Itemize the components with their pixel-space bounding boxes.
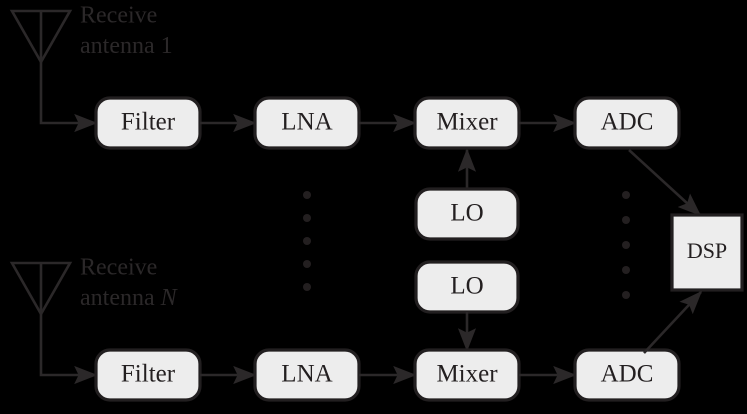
antenna-n: Receive antenna N bbox=[9, 255, 179, 385]
ellipsis-dot bbox=[303, 237, 311, 245]
mixer-top-label: Mixer bbox=[436, 109, 498, 136]
lna-top-label: LNA bbox=[281, 109, 332, 136]
lo-top-rect[interactable] bbox=[414, 187, 520, 241]
ellipsis-dot bbox=[622, 291, 630, 299]
lna-bottom-block[interactable]: LNA bbox=[253, 348, 361, 402]
adc-top-label: ADC bbox=[601, 109, 654, 136]
antenna-1: Receive antenna 1 bbox=[9, 3, 173, 133]
filter-bottom-label: Filter bbox=[121, 361, 176, 388]
adc-top-rect[interactable] bbox=[573, 96, 681, 150]
ellipsis-dot bbox=[303, 283, 311, 291]
ellipsis-dot bbox=[303, 191, 311, 199]
lna-top-block[interactable]: LNA bbox=[253, 96, 361, 150]
antenna-1-label-line1: Receive bbox=[80, 3, 157, 29]
lna-bottom-label: LNA bbox=[281, 361, 332, 388]
antenna-1-label-line2: antenna 1 bbox=[80, 33, 173, 59]
antenna-n-label-line1: Receive bbox=[80, 255, 157, 281]
adc-top-block[interactable]: ADC bbox=[573, 96, 681, 150]
filter-top-block[interactable]: Filter bbox=[94, 96, 202, 150]
adc-top-to-dsp-arrow bbox=[628, 149, 702, 217]
filter-bottom-block[interactable]: Filter bbox=[94, 348, 202, 402]
ellipsis-dot bbox=[622, 241, 630, 249]
adc-bottom-to-dsp-arrow bbox=[643, 290, 703, 354]
adc-bottom-label: ADC bbox=[601, 361, 654, 388]
antenna-n-label-line2: antenna N bbox=[80, 285, 179, 311]
filter-top-label: Filter bbox=[121, 109, 176, 136]
mixer-top-block[interactable]: Mixer bbox=[413, 96, 521, 150]
dsp-rect[interactable] bbox=[670, 213, 744, 292]
ellipsis-dot bbox=[622, 191, 630, 199]
lo-top-block[interactable]: LO bbox=[414, 187, 520, 241]
antenna-n-feed-wire bbox=[39, 314, 78, 377]
dsp-label: DSP bbox=[687, 238, 727, 263]
mixer-bottom-label: Mixer bbox=[436, 361, 498, 388]
dsp-block[interactable]: DSP bbox=[670, 213, 744, 292]
lo-bottom-block[interactable]: LO bbox=[414, 260, 520, 314]
adc-bottom-rect[interactable] bbox=[573, 348, 681, 402]
ellipsis-middle-column bbox=[303, 191, 311, 291]
lo-top-label: LO bbox=[450, 200, 483, 227]
ellipsis-dot bbox=[303, 260, 311, 268]
ellipsis-dot bbox=[622, 266, 630, 274]
ellipsis-dot bbox=[303, 214, 311, 222]
antenna-1-feed-wire bbox=[39, 62, 78, 125]
mixer-bottom-block[interactable]: Mixer bbox=[413, 348, 521, 402]
ellipsis-right-column bbox=[622, 191, 630, 299]
lo-bottom-label: LO bbox=[450, 273, 483, 300]
ellipsis-dot bbox=[622, 216, 630, 224]
adc-bottom-block[interactable]: ADC bbox=[573, 348, 681, 402]
